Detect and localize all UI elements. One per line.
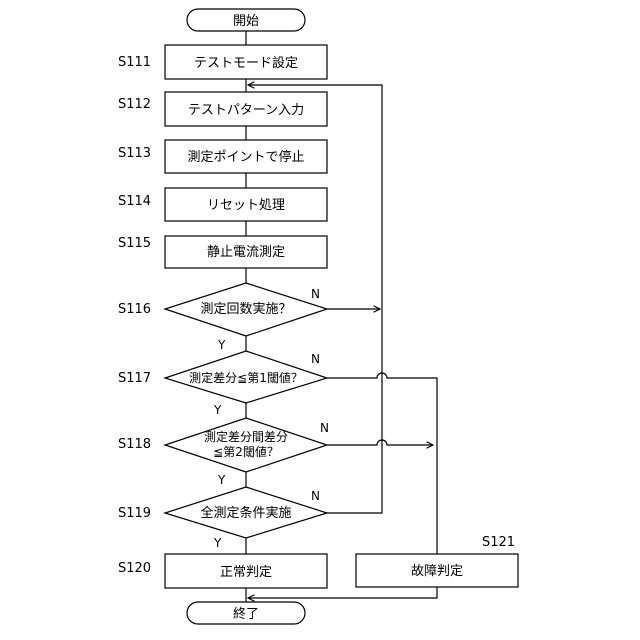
- s116-no-label: N: [311, 287, 320, 301]
- step-s117: S117: [118, 371, 151, 386]
- s120-label: 正常判定: [220, 565, 272, 580]
- start-terminal-label: 開始: [233, 14, 259, 29]
- s119-label: 全測定条件実施: [200, 505, 291, 521]
- step-s119: S119: [118, 506, 151, 521]
- s119-no-label: N: [311, 489, 320, 503]
- end-terminal-label: 終了: [233, 606, 259, 622]
- step-s120: S120: [118, 561, 151, 576]
- s118-label-line2: ≦第2閾値？: [213, 444, 279, 459]
- s111-label: テストモード設定: [194, 55, 298, 71]
- s117-yes-label: Y: [213, 403, 222, 417]
- s118-label-line1: 測定差分間差分: [204, 429, 288, 444]
- s117-no-label: N: [311, 352, 320, 366]
- s116-label: 測定回数実施？: [200, 301, 291, 317]
- s121-to-end-line: [248, 587, 437, 598]
- s117-label: 測定差分≦第1閾値？: [189, 370, 303, 385]
- step-s115: S115: [118, 236, 151, 251]
- step-s112: S112: [118, 97, 151, 112]
- step-s118: S118: [118, 437, 151, 452]
- s114-label: リセット処理: [207, 198, 285, 213]
- s119-yes-label: Y: [213, 536, 222, 550]
- s112-label: テストパターン入力: [188, 103, 304, 118]
- step-s113: S113: [118, 146, 151, 161]
- step-s114: S114: [118, 194, 151, 209]
- s118-no-line: [327, 440, 433, 445]
- s118-yes-label: Y: [217, 473, 226, 487]
- step-s116: S116: [118, 302, 151, 317]
- s113-label: 測定ポイントで停止: [187, 149, 304, 165]
- step-s121: S121: [482, 535, 515, 550]
- s115-label: 静止電流測定: [207, 245, 285, 260]
- s116-yes-label: Y: [217, 338, 226, 352]
- s121-label: 故障判定: [411, 564, 463, 579]
- step-s111: S111: [118, 55, 151, 70]
- s118-no-label: N: [320, 421, 329, 435]
